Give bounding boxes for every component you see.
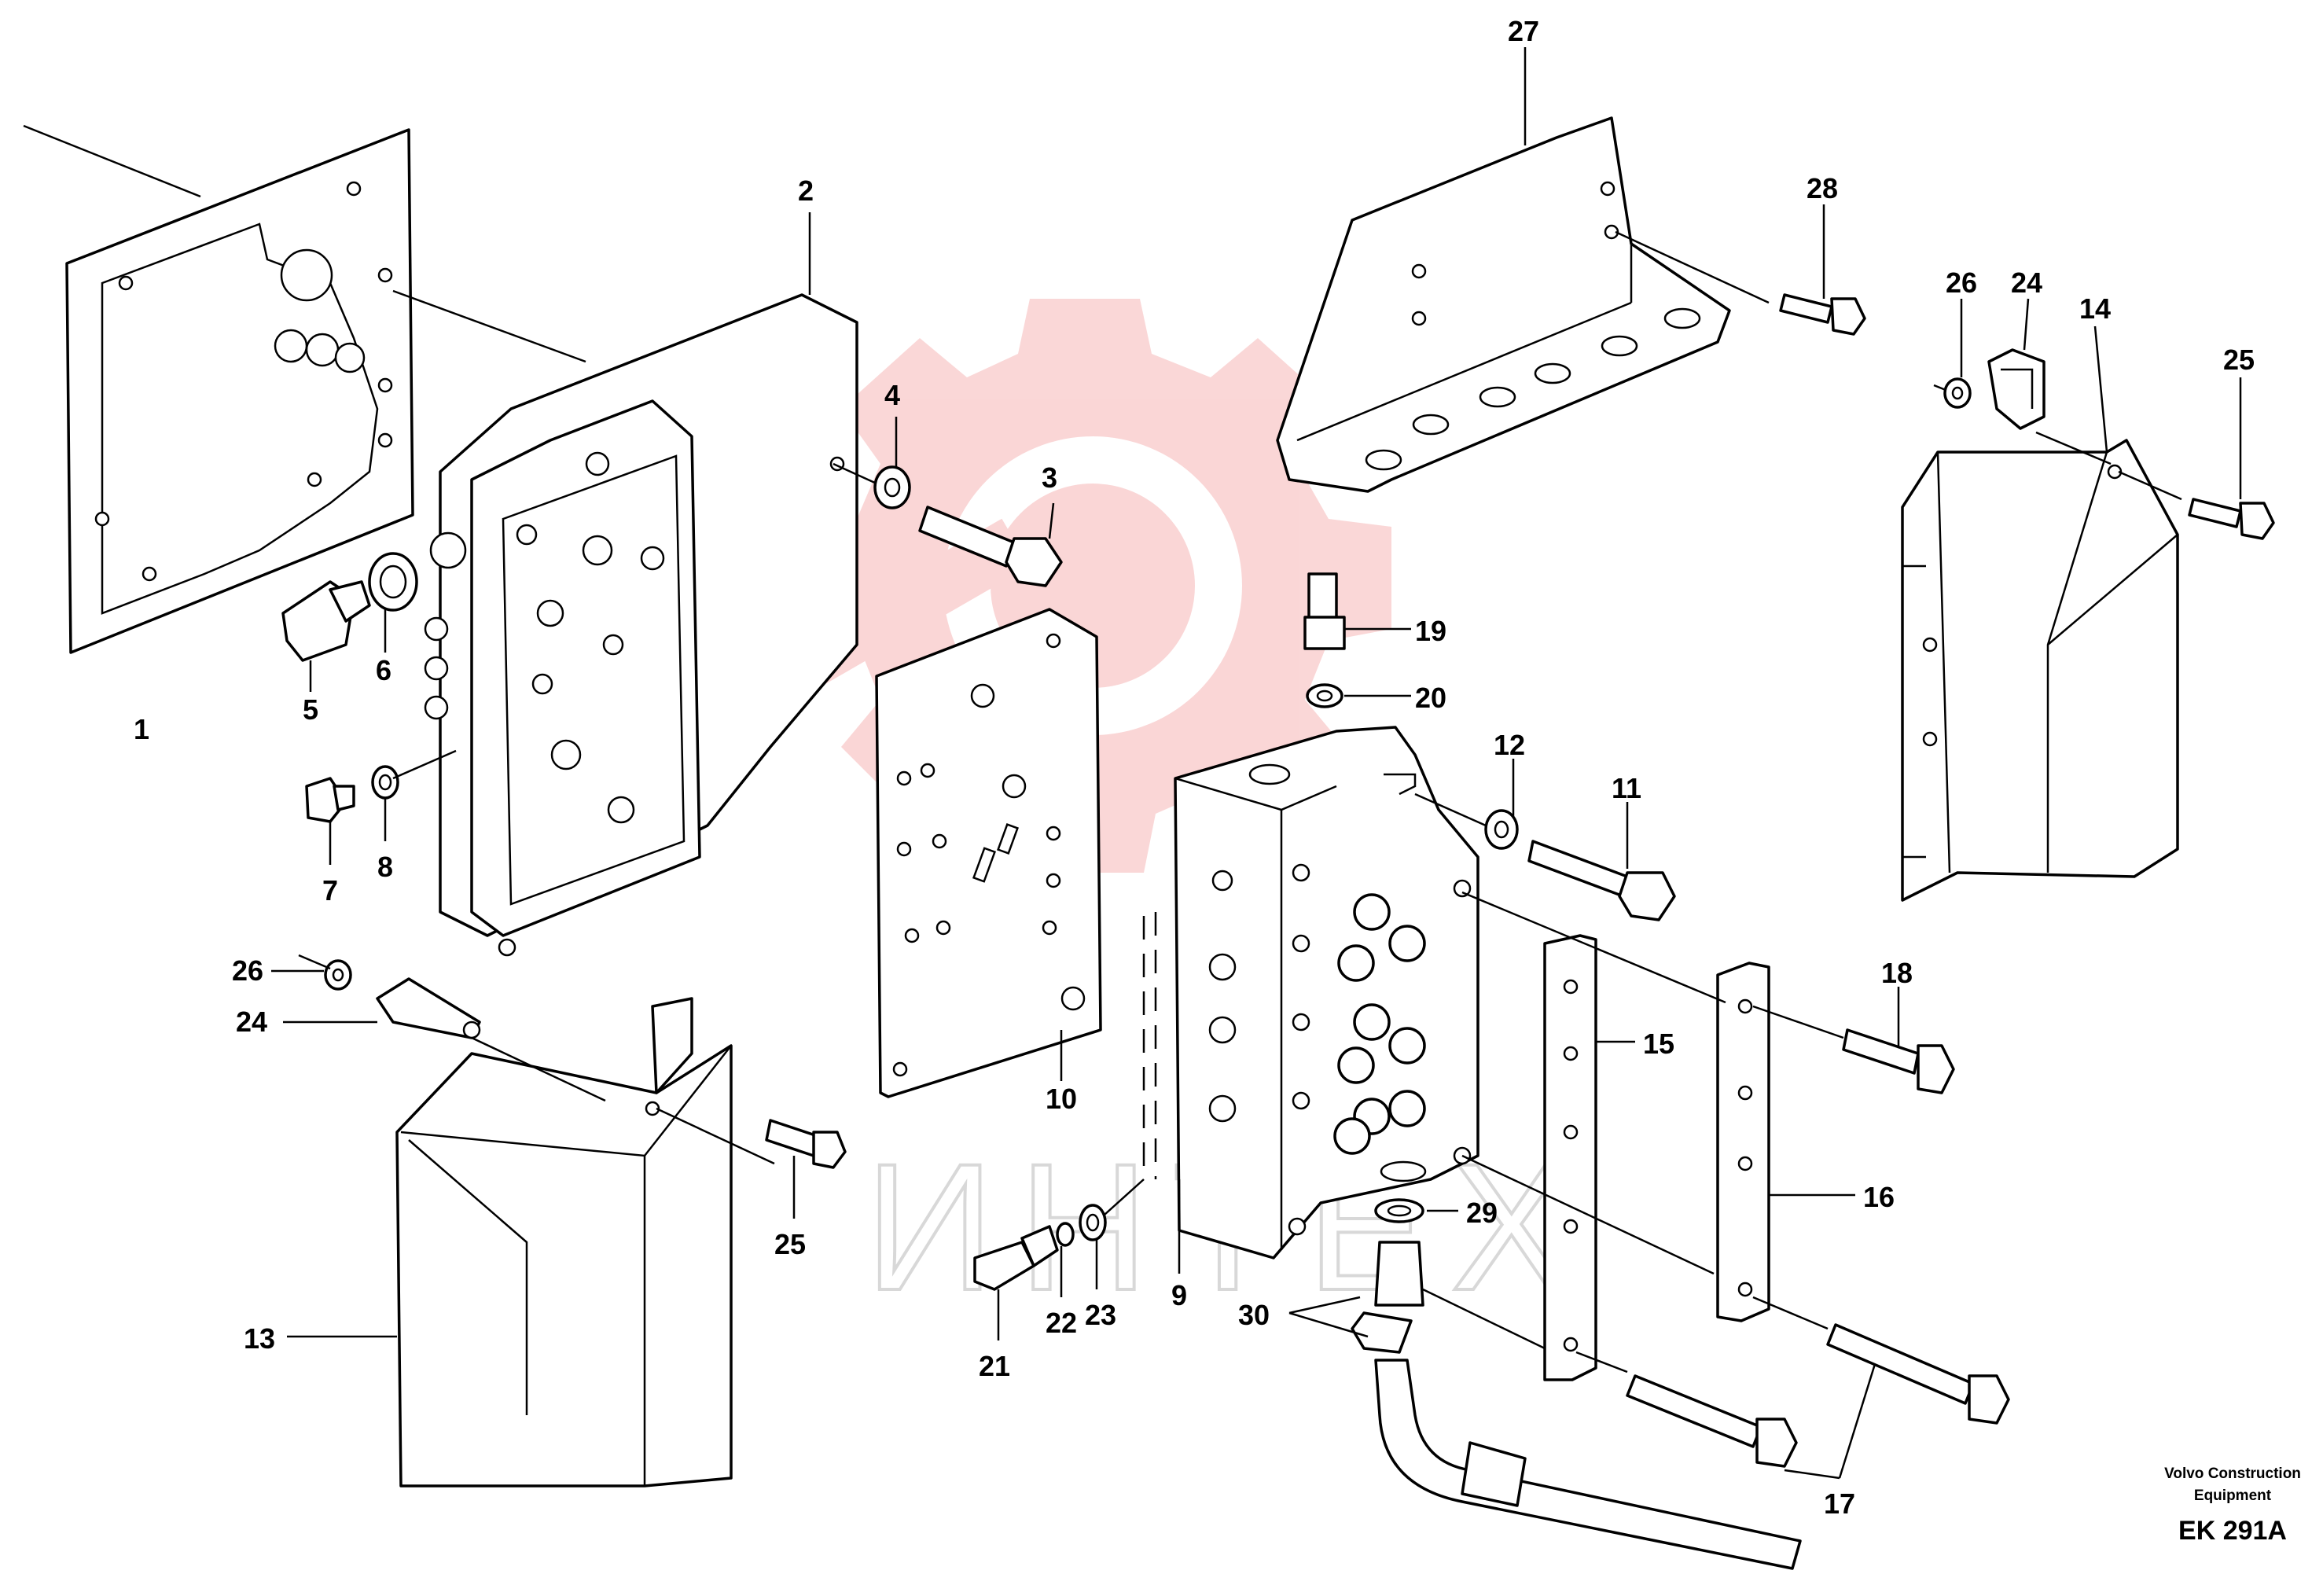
cover-part-14 <box>1901 325 2179 902</box>
footer-line-2: Equipment <box>2194 1488 2272 1504</box>
sensor-part-19 <box>1303 572 1411 650</box>
clip-part-24-left <box>283 977 606 1102</box>
callout-6: 6 <box>376 654 391 686</box>
callout-16: 16 <box>1863 1181 1895 1213</box>
washer-part-23 <box>1079 1179 1145 1289</box>
callout-17: 17 <box>1824 1488 1855 1520</box>
callout-8: 8 <box>377 851 393 883</box>
washer-part-20 <box>1306 683 1411 708</box>
callout-12: 12 <box>1494 729 1525 761</box>
callout-24-left: 24 <box>236 1006 267 1038</box>
callout-21: 21 <box>979 1350 1010 1382</box>
hose <box>1374 1359 1802 1570</box>
callout-18: 18 <box>1881 957 1913 989</box>
strap-part-15 <box>1543 934 1635 1381</box>
callout-10: 10 <box>1046 1083 1077 1115</box>
callout-20: 20 <box>1415 682 1446 714</box>
o-ring-part-22 <box>1056 1222 1075 1297</box>
washer-part-8 <box>371 749 457 841</box>
callout-19: 19 <box>1415 615 1446 647</box>
bolt-part-17 <box>1575 1296 2010 1480</box>
plug-part-7 <box>305 777 355 865</box>
sensor-part-21 <box>973 1225 1059 1340</box>
callout-13: 13 <box>244 1322 275 1355</box>
housing-part-2 <box>392 212 858 957</box>
callout-1: 1 <box>134 713 149 745</box>
bolt-part-25-right <box>2118 377 2275 540</box>
strap-part-16 <box>1461 891 1855 1322</box>
footer-code: EK 291A <box>2178 1516 2287 1546</box>
callout-25-right: 25 <box>2223 344 2255 376</box>
callout-15: 15 <box>1643 1028 1674 1060</box>
callout-27: 27 <box>1508 15 1539 47</box>
footer-line-1: Volvo Construction <box>2164 1465 2301 1482</box>
plate-part-10 <box>875 608 1102 1098</box>
bolt-part-28 <box>1615 204 1866 336</box>
valve-block-part-9 <box>1142 726 1479 1274</box>
callout-26-left: 26 <box>232 954 263 987</box>
callout-25-left: 25 <box>774 1228 806 1260</box>
callout-9: 9 <box>1171 1279 1187 1311</box>
callout-4: 4 <box>884 379 900 411</box>
bolt-part-25-left <box>765 1119 847 1219</box>
seal-part-29 <box>1374 1198 1458 1223</box>
cover-part-13 <box>287 997 775 1488</box>
bracket-part-27 <box>1276 47 1731 493</box>
callout-29: 29 <box>1466 1197 1498 1229</box>
washer-part-26-right <box>1933 299 1972 409</box>
callout-26-right: 26 <box>1946 267 1977 299</box>
callout-7: 7 <box>322 874 338 906</box>
callout-23: 23 <box>1085 1299 1116 1331</box>
callout-30: 30 <box>1238 1299 1270 1331</box>
washer-part-4 <box>833 417 911 509</box>
callout-2: 2 <box>798 175 814 207</box>
gasket-part-1 <box>23 124 414 654</box>
washer-part-12 <box>1414 759 1519 850</box>
plug-part-5 <box>281 580 371 692</box>
callout-labels: 1 2 3 4 5 6 7 8 9 10 11 12 13 14 15 16 1… <box>134 15 2255 1520</box>
callout-28: 28 <box>1807 172 1838 204</box>
callout-24-right: 24 <box>2011 267 2042 299</box>
callout-22: 22 <box>1046 1307 1077 1339</box>
callout-14: 14 <box>2079 292 2111 325</box>
bolt-part-18 <box>1752 987 1955 1094</box>
callout-11: 11 <box>1612 772 1641 804</box>
seal-ring-part-6 <box>368 552 418 653</box>
bolt-part-3 <box>918 502 1063 587</box>
bolt-part-11 <box>1527 802 1676 921</box>
footer: Volvo Construction Equipment EK 291A <box>2164 1465 2301 1546</box>
clip-part-24-right <box>1987 298 2112 465</box>
washer-part-26-left <box>271 954 352 991</box>
callout-3: 3 <box>1042 462 1057 494</box>
callout-5: 5 <box>303 693 318 726</box>
fitting-part-30 <box>1288 1241 1546 1354</box>
